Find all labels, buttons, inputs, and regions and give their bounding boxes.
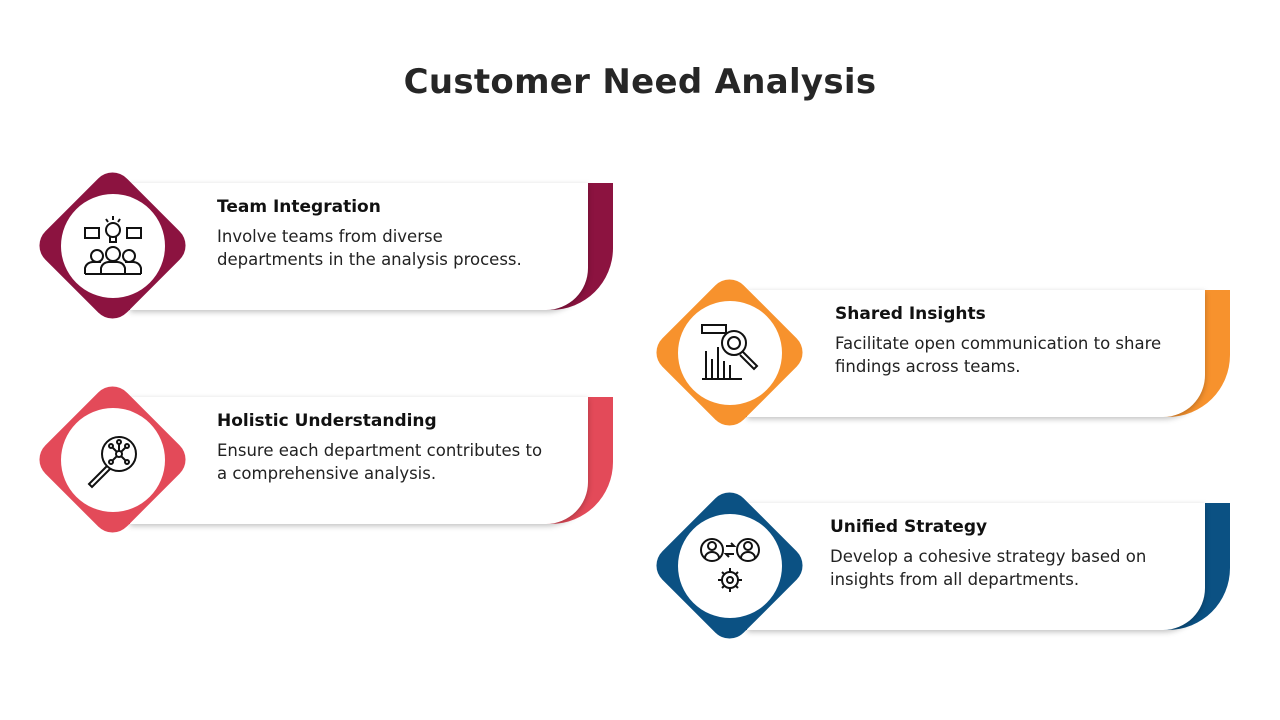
card-panel xyxy=(747,503,1205,630)
card-holistic-understanding: Holistic Understanding Ensure each depar… xyxy=(31,378,633,549)
team-ideas-icon xyxy=(61,194,165,298)
card-description: Facilitate open communication to share f… xyxy=(835,334,1162,376)
card-team-integration: Team Integration Involve teams from dive… xyxy=(31,164,633,335)
card-description: Involve teams from diverse departments i… xyxy=(217,227,522,269)
card-heading: Shared Insights xyxy=(835,304,986,324)
card-panel xyxy=(130,183,588,310)
card-unified-strategy: Unified Strategy Develop a cohesive stra… xyxy=(648,484,1250,655)
card-panel xyxy=(747,290,1205,417)
page-title: Customer Need Analysis xyxy=(403,62,877,102)
card-heading: Holistic Understanding xyxy=(217,411,437,431)
people-gear-icon xyxy=(678,514,782,618)
network-magnifier-icon xyxy=(61,408,165,512)
card-description: Develop a cohesive strategy based on ins… xyxy=(830,547,1147,589)
card-heading: Unified Strategy xyxy=(830,517,988,537)
card-heading: Team Integration xyxy=(217,197,381,217)
card-panel xyxy=(130,397,588,524)
card-shared-insights: Shared Insights Facilitate open communic… xyxy=(648,271,1250,442)
chart-analysis-icon xyxy=(678,301,782,405)
card-description: Ensure each department contributes to a … xyxy=(217,441,543,483)
